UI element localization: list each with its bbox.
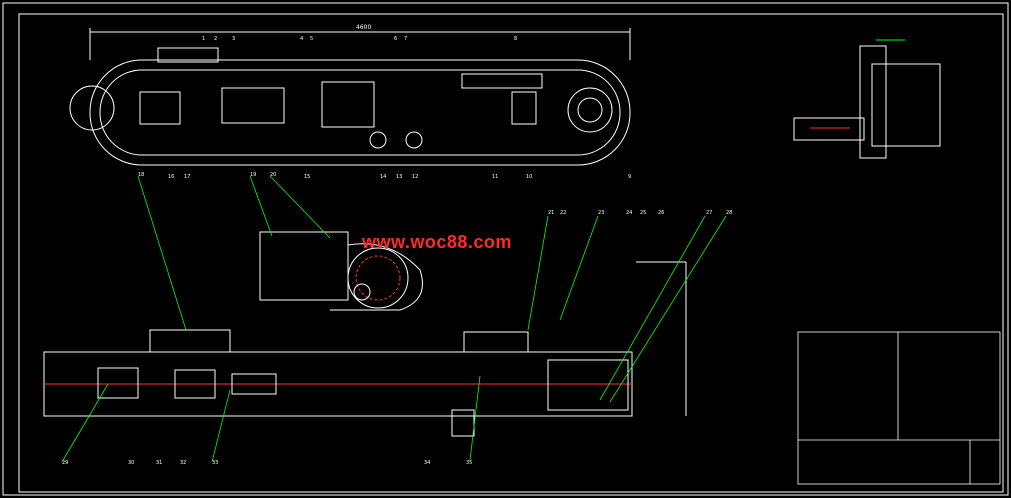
section-view <box>43 261 687 437</box>
part-number-label: 8 <box>514 36 517 42</box>
overall-dimension-label: 4600 <box>356 24 371 31</box>
part-number-label: 20 <box>270 172 276 178</box>
part-number-label: 33 <box>212 460 218 466</box>
leader-lines <box>61 175 727 463</box>
part-number-label: 10 <box>526 174 532 180</box>
part-number-label: 6 <box>394 36 397 42</box>
part-number-label: 7 <box>404 36 407 42</box>
part-number-label: 13 <box>396 174 402 180</box>
part-number-label: 25 <box>640 210 646 216</box>
part-number-label: 35 <box>466 460 472 466</box>
part-number-label: 14 <box>380 174 386 180</box>
part-number-label: 1 <box>202 36 205 42</box>
part-number-label: 34 <box>424 460 430 466</box>
part-number-label: 18 <box>138 172 144 178</box>
part-number-label: 24 <box>626 210 632 216</box>
end-view <box>793 39 941 159</box>
part-number-label: 11 <box>492 174 498 180</box>
part-number-label: 31 <box>156 460 162 466</box>
part-number-label: 21 <box>548 210 554 216</box>
part-number-label: 28 <box>726 210 732 216</box>
part-number-label: 27 <box>706 210 712 216</box>
title-block <box>797 331 1001 485</box>
part-number-label: 15 <box>304 174 310 180</box>
part-number-label: 32 <box>180 460 186 466</box>
drawing-inner-frame <box>18 13 1004 493</box>
part-number-label: 23 <box>598 210 604 216</box>
part-number-label: 2 <box>214 36 217 42</box>
part-number-label: 4 <box>300 36 303 42</box>
part-number-label: 3 <box>232 36 235 42</box>
part-number-label: 5 <box>310 36 313 42</box>
watermark-text: www.woc88.com <box>362 232 512 252</box>
part-number-label: 12 <box>412 174 418 180</box>
part-number-label: 9 <box>628 174 631 180</box>
detail-view <box>259 231 423 311</box>
part-number-label: 30 <box>128 460 134 466</box>
part-number-label: 19 <box>250 172 256 178</box>
part-number-label: 26 <box>658 210 664 216</box>
part-number-label: 16 <box>168 174 174 180</box>
part-number-label: 22 <box>560 210 566 216</box>
part-number-label: 17 <box>184 174 190 180</box>
track-side-view <box>69 28 631 166</box>
part-number-label: 29 <box>62 460 68 466</box>
